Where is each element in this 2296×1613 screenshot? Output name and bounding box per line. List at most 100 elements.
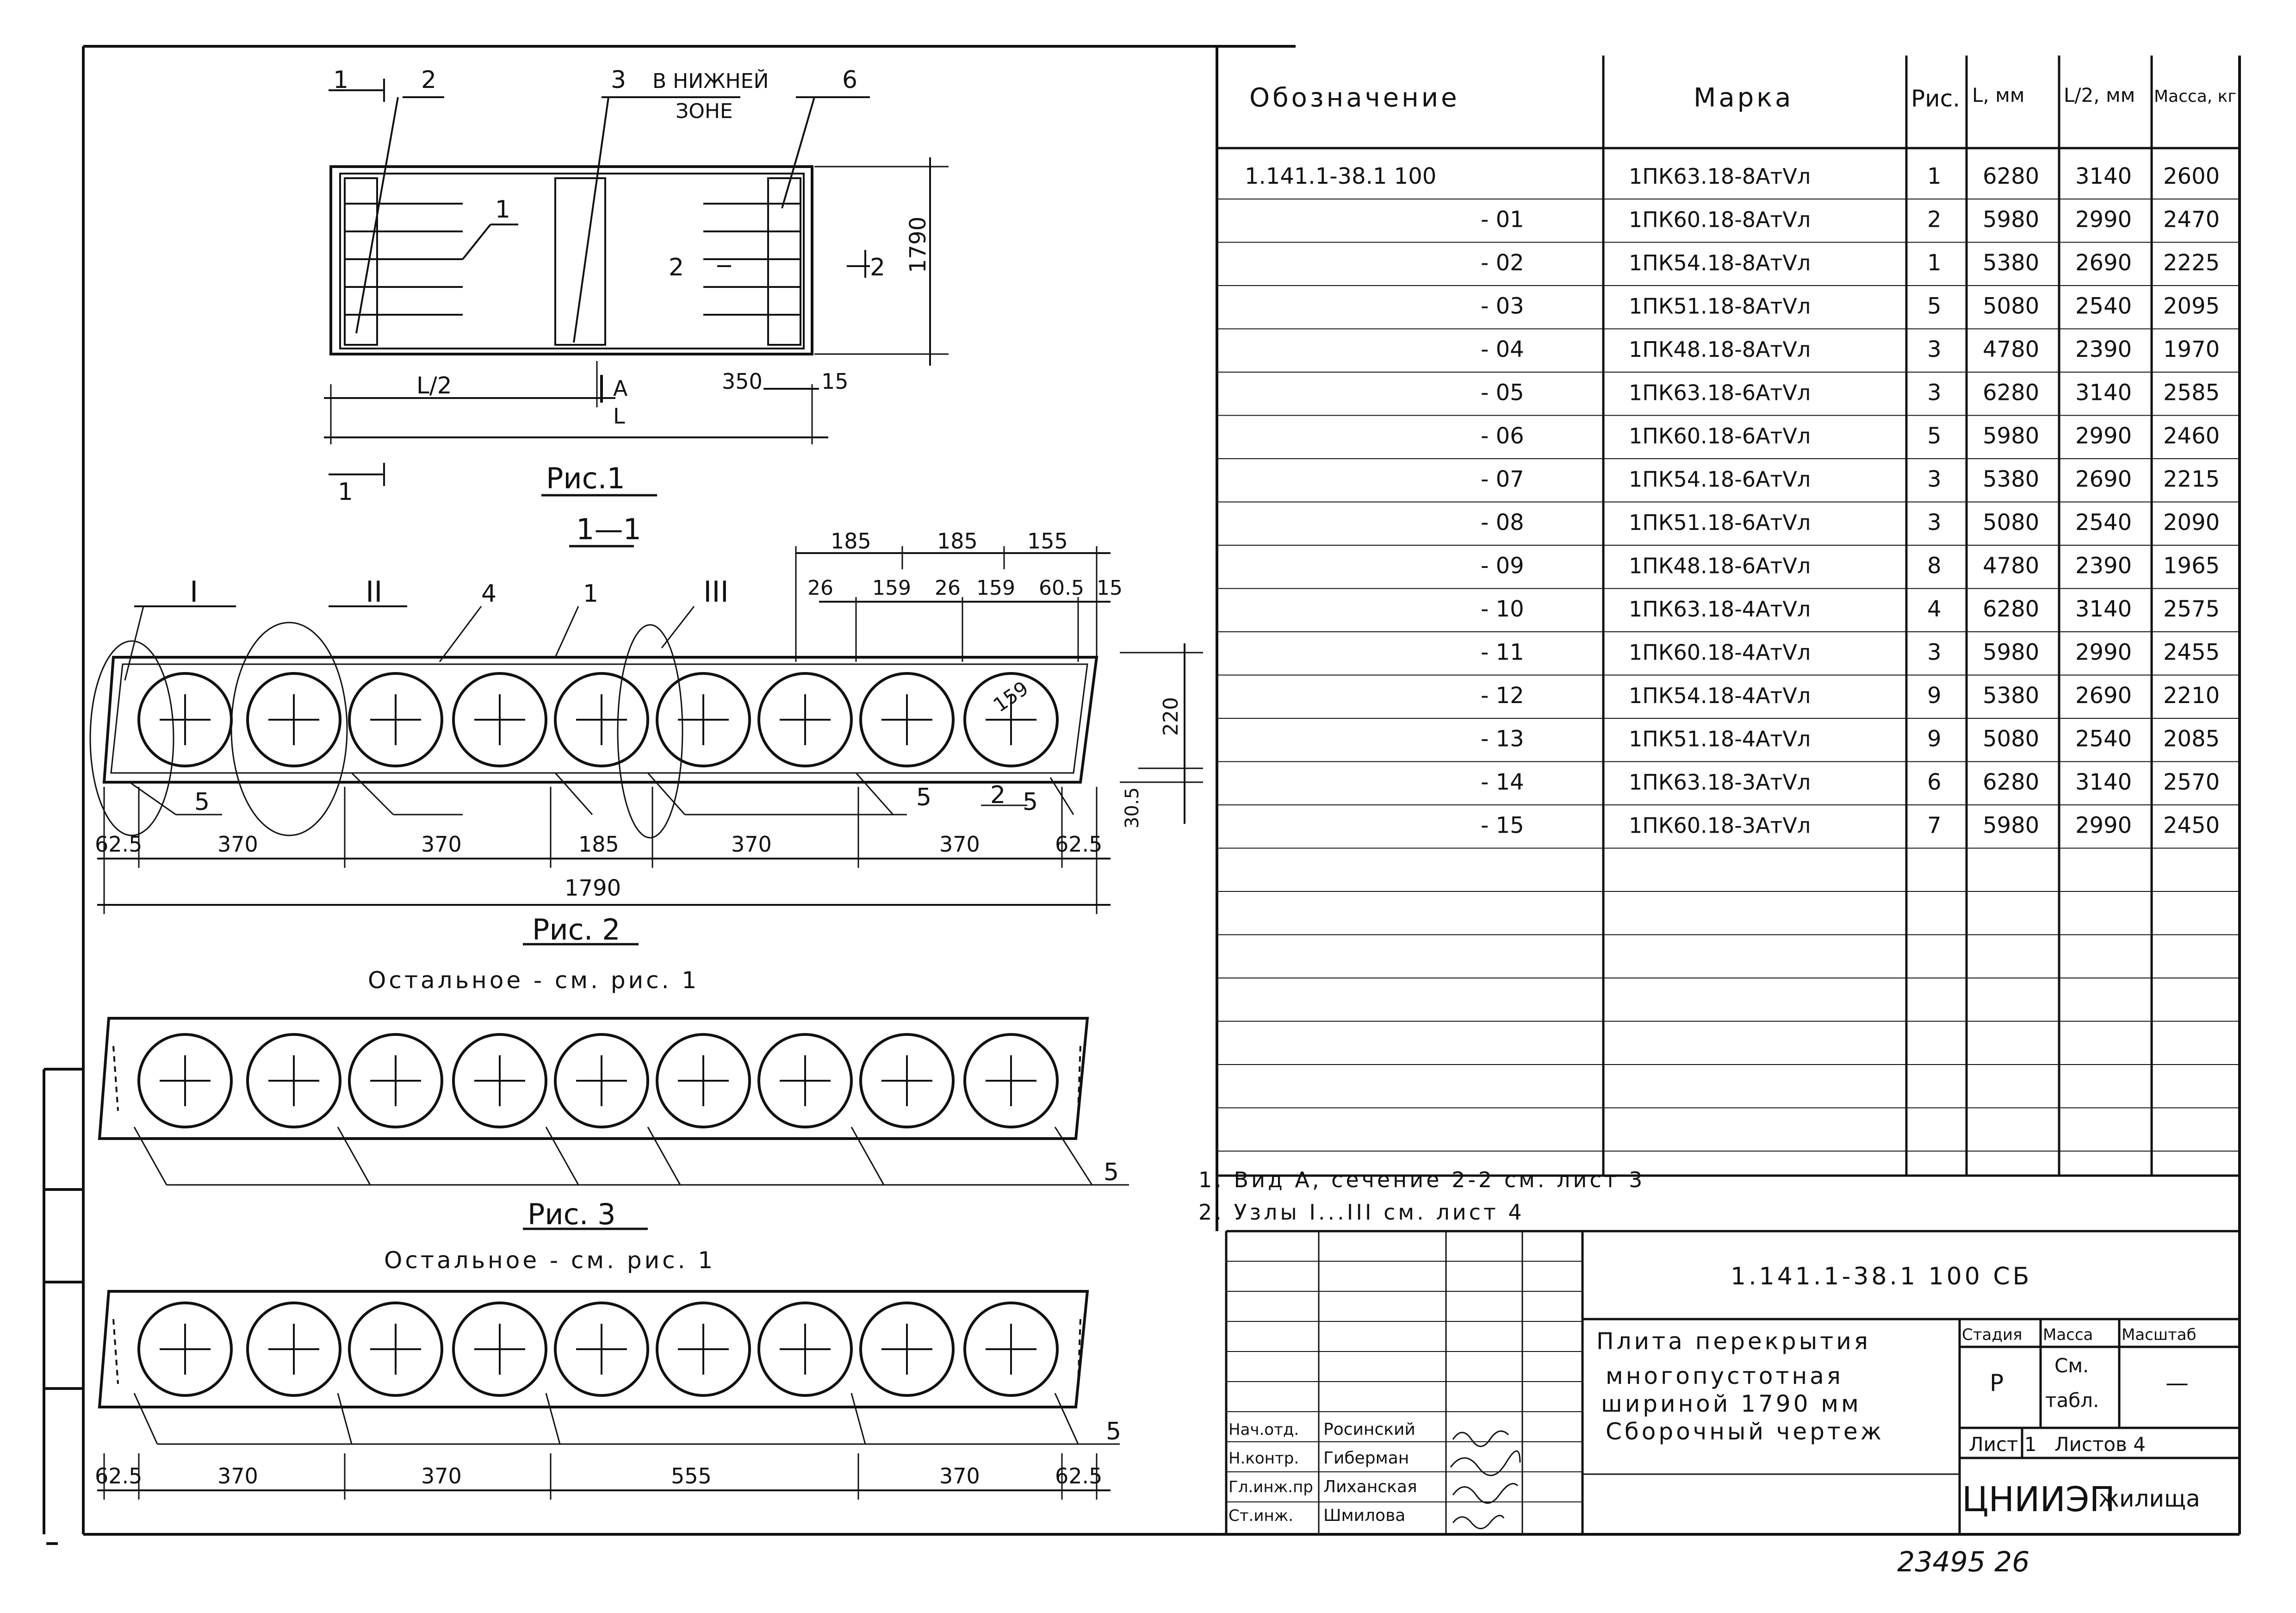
tb-title-line-3: шириной 1790 мм xyxy=(1601,1390,1862,1417)
table-cell: - 09 xyxy=(1481,553,1524,579)
table-cell: - 14 xyxy=(1481,769,1524,795)
dim-value: 370 xyxy=(731,832,772,857)
tb-scale-value: — xyxy=(2166,1370,2189,1396)
void-9 xyxy=(963,672,1059,767)
table-cell: 1ПК54.18-8АтVл xyxy=(1629,250,1811,275)
table-cell: 5080 xyxy=(1983,293,2039,319)
table-cell: 2225 xyxy=(2163,250,2220,276)
fig1-section-2-left: 2 xyxy=(669,254,684,281)
table-cell: 2090 xyxy=(2163,510,2220,536)
table-cell: 1ПК54.18-4АтVл xyxy=(1629,683,1811,708)
col-header-mass: Масса, кг xyxy=(2154,87,2236,106)
tb-title-line-1: Плита перекрытия xyxy=(1596,1328,1871,1355)
node-label-ii: II xyxy=(366,575,383,609)
fig1-callout-2: 2 xyxy=(421,66,436,94)
dim-value: 62.5 xyxy=(1055,832,1102,857)
table-cell: 2390 xyxy=(2075,336,2132,362)
col-header-designation: Обозначение xyxy=(1249,83,1460,113)
fig1-dim-350: 350 xyxy=(722,369,763,394)
void-7 xyxy=(757,1302,853,1397)
table-cell: 5 xyxy=(1927,293,1942,319)
table-cell: 1.141.1-38.1 100 xyxy=(1245,163,1436,189)
fig2-caption: Рис. 2 xyxy=(532,913,621,947)
void-5 xyxy=(554,672,649,767)
table-cell: 5980 xyxy=(1983,813,2039,839)
table-cell: - 04 xyxy=(1481,336,1524,362)
fig2-callout-5c: 5 xyxy=(1023,788,1038,816)
table-cell: 2210 xyxy=(2163,683,2220,709)
table-cell: 5380 xyxy=(1983,683,2039,709)
sheet-frame xyxy=(43,45,2241,1545)
fig2-dim-sub-26a: 26 xyxy=(807,576,833,600)
table-cell: - 02 xyxy=(1481,250,1524,276)
table-cell: 1 xyxy=(1927,250,1942,276)
table-cell: 1ПК48.18-6АтVл xyxy=(1629,554,1811,579)
table-cell: 7 xyxy=(1927,813,1942,839)
dim-value: 185 xyxy=(578,832,619,857)
fig2-section: I II III 4 1 5 5 2 5 185 185 155 26 159 … xyxy=(89,529,1203,994)
fig1-callout-1b: 1 xyxy=(495,196,510,224)
table-cell: 3 xyxy=(1927,467,1942,492)
table-cell: 1 xyxy=(1927,163,1942,189)
fig3-note: Остальное - см. рис. 1 xyxy=(384,1247,715,1274)
table-cell: 9 xyxy=(1927,726,1942,752)
void-6 xyxy=(656,672,751,767)
table-cell: 3 xyxy=(1927,336,1942,362)
fig4-voids xyxy=(137,1302,1059,1397)
dim-value: 62.5 xyxy=(95,832,142,857)
dim-value: 370 xyxy=(421,832,462,857)
fig1-section-title: 1—1 xyxy=(576,512,641,546)
tb-role: Н.контр. xyxy=(1229,1449,1299,1468)
table-cell: 4 xyxy=(1927,596,1942,622)
table-cell: - 07 xyxy=(1481,467,1524,492)
void-7 xyxy=(757,1033,853,1128)
fig2-dim-sub-159b: 159 xyxy=(976,576,1015,600)
table-cell: 2540 xyxy=(2075,726,2132,752)
void-7 xyxy=(757,672,853,767)
table-cell: 5080 xyxy=(1983,726,2039,752)
table-cell: 3140 xyxy=(2075,380,2132,406)
table-cell: 5980 xyxy=(1983,207,2039,233)
table-cell: 2690 xyxy=(2075,250,2132,276)
dim-value: 370 xyxy=(939,832,980,857)
tb-doc-code: 1.141.1-38.1 100 СБ xyxy=(1731,1263,2032,1290)
table-cell: 2540 xyxy=(2075,293,2132,319)
table-cell: - 13 xyxy=(1481,726,1524,752)
table-cell: 3140 xyxy=(2075,163,2132,189)
dim-value: 555 xyxy=(671,1464,712,1488)
table-cell: 1ПК51.18-8АтVл xyxy=(1629,294,1811,319)
tb-mass-value-2: табл. xyxy=(2045,1389,2099,1412)
fig2-dim-sub-26b: 26 xyxy=(935,576,961,600)
fig1-dim-width: 1790 xyxy=(905,217,931,273)
table-cell: 2990 xyxy=(2075,207,2132,233)
table-cell: 3 xyxy=(1927,640,1942,666)
col-header-length: L, мм xyxy=(1972,84,2024,106)
table-cell: 5 xyxy=(1927,423,1942,449)
table-cell: 6280 xyxy=(1983,769,2039,795)
table-cell: 3 xyxy=(1927,380,1942,406)
void-4 xyxy=(452,1302,547,1397)
table-cell: 6280 xyxy=(1983,380,2039,406)
tb-org-suffix: жилища xyxy=(2098,1485,2200,1512)
table-cell: 5380 xyxy=(1983,467,2039,492)
footer-number: 23495 26 xyxy=(1897,1546,2029,1578)
table-cell: 9 xyxy=(1927,683,1942,709)
dim-value: 62.5 xyxy=(95,1464,142,1488)
tb-stage-value: Р xyxy=(1990,1370,2004,1396)
table-cell: 1970 xyxy=(2163,336,2220,362)
table-cell: 3 xyxy=(1927,510,1942,536)
void-8 xyxy=(859,1302,955,1397)
table-cell: - 06 xyxy=(1481,423,1524,449)
table-cell: - 03 xyxy=(1481,293,1524,319)
dim-value: 370 xyxy=(217,1464,258,1488)
fig2-dim-top-155: 155 xyxy=(1027,529,1068,554)
table-cell: 2540 xyxy=(2075,510,2132,536)
table-cell: 1ПК63.18-4АтVл xyxy=(1629,597,1811,622)
table-cell: 2455 xyxy=(2163,640,2220,666)
